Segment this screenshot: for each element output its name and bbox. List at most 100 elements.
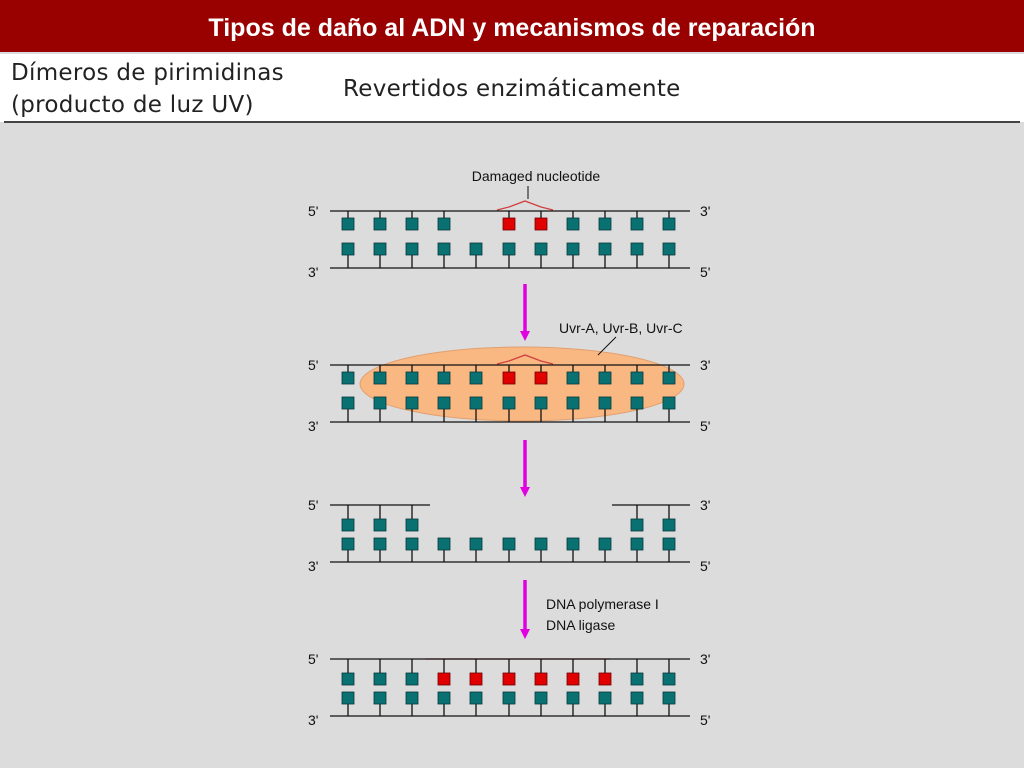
top-nucleotide (566, 217, 580, 231)
bottom-nucleotide (662, 396, 676, 410)
dna-polymerase-label: DNA polymerase I (546, 596, 659, 612)
bottom-nucleotide (405, 537, 419, 551)
bottom-nucleotide (405, 396, 419, 410)
pyrimidine-dimer-link (496, 200, 554, 211)
top-nucleotide (662, 672, 676, 686)
label-3-prime-bottom: 3' (308, 264, 318, 280)
label-5-prime-top: 5' (308, 497, 318, 513)
new-nucleotide (437, 672, 451, 686)
top-nucleotide (341, 518, 355, 532)
bottom-nucleotide (598, 242, 612, 256)
label-5-prime-top: 5' (308, 203, 318, 219)
bottom-nucleotide (502, 396, 516, 410)
bottom-nucleotide (630, 396, 644, 410)
damaged-nucleotide-label: Damaged nucleotide (472, 168, 601, 184)
label-5-prime-top: 5' (308, 651, 318, 667)
bottom-nucleotide (662, 242, 676, 256)
bottom-nucleotide (373, 691, 387, 705)
top-nucleotide (373, 518, 387, 532)
uvr-enzymes-label: Uvr-A, Uvr-B, Uvr-C (559, 320, 683, 336)
label-5-prime-top: 5' (308, 357, 318, 373)
bottom-nucleotide (437, 537, 451, 551)
bottom-nucleotide (630, 691, 644, 705)
damage-type-line2: (producto de luz UV) (11, 92, 254, 118)
bottom-nucleotide (341, 537, 355, 551)
bottom-nucleotide (566, 396, 580, 410)
bottom-nucleotide (405, 242, 419, 256)
enzymes-label-pointer (597, 336, 617, 356)
bottom-nucleotide (534, 537, 548, 551)
header-panel (0, 54, 1024, 122)
bottom-nucleotide (405, 691, 419, 705)
new-nucleotide (598, 672, 612, 686)
top-nucleotide (662, 217, 676, 231)
top-nucleotide (437, 371, 451, 385)
new-nucleotide (534, 672, 548, 686)
top-nucleotide (630, 217, 644, 231)
top-nucleotide (405, 371, 419, 385)
top-nucleotide (662, 518, 676, 532)
label-5-prime-bottom: 5' (700, 558, 710, 574)
header-divider (4, 121, 1020, 123)
bottom-nucleotide (534, 242, 548, 256)
bottom-nucleotide (469, 537, 483, 551)
bottom-nucleotide (630, 242, 644, 256)
damaged-nucleotide (534, 371, 548, 385)
top-nucleotide (598, 371, 612, 385)
top-nucleotide (598, 217, 612, 231)
top-nucleotide (566, 371, 580, 385)
bottom-nucleotide (373, 242, 387, 256)
label-3-prime-bottom: 3' (308, 712, 318, 728)
top-nucleotide (341, 217, 355, 231)
damage-type-line1: Dímeros de pirimidinas (11, 60, 284, 86)
pyrimidine-dimer-link (496, 354, 554, 365)
label-3-prime-top: 3' (700, 497, 710, 513)
bottom-nucleotide (373, 537, 387, 551)
bottom-nucleotide (534, 396, 548, 410)
slide-title: Tipos de daño al ADN y mecanismos de rep… (208, 14, 816, 42)
top-nucleotide (662, 371, 676, 385)
bottom-nucleotide (566, 537, 580, 551)
bottom-nucleotide (341, 242, 355, 256)
label-5-prime-bottom: 5' (700, 418, 710, 434)
bottom-nucleotide (437, 396, 451, 410)
bottom-nucleotide (469, 396, 483, 410)
bottom-nucleotide (598, 537, 612, 551)
top-nucleotide (630, 371, 644, 385)
bottom-nucleotide (469, 691, 483, 705)
bottom-nucleotide (566, 242, 580, 256)
top-nucleotide (469, 371, 483, 385)
new-nucleotide (566, 672, 580, 686)
bottom-nucleotide (662, 691, 676, 705)
damaged-nucleotide (502, 371, 516, 385)
bottom-nucleotide (598, 691, 612, 705)
damaged-nucleotide (534, 217, 548, 231)
label-5-prime-bottom: 5' (700, 264, 710, 280)
top-nucleotide (630, 518, 644, 532)
new-nucleotide (469, 672, 483, 686)
label-3-prime-top: 3' (700, 203, 710, 219)
top-nucleotide (437, 217, 451, 231)
repair-description: Revertidos enzimáticamente (343, 76, 681, 102)
top-nucleotide (630, 672, 644, 686)
dna-ligase-label: DNA ligase (546, 617, 615, 633)
top-nucleotide (341, 371, 355, 385)
label-5-prime-bottom: 5' (700, 712, 710, 728)
bottom-nucleotide (566, 691, 580, 705)
bottom-nucleotide (598, 396, 612, 410)
new-nucleotide (502, 672, 516, 686)
label-3-prime-top: 3' (700, 651, 710, 667)
top-nucleotide (341, 672, 355, 686)
bottom-nucleotide (502, 691, 516, 705)
top-nucleotide (405, 518, 419, 532)
bottom-nucleotide (502, 537, 516, 551)
title-bar (0, 0, 1024, 52)
top-nucleotide (373, 217, 387, 231)
bottom-nucleotide (662, 537, 676, 551)
top-nucleotide (373, 371, 387, 385)
bottom-nucleotide (437, 691, 451, 705)
bottom-nucleotide (502, 242, 516, 256)
label-3-prime-bottom: 3' (308, 558, 318, 574)
top-nucleotide (405, 217, 419, 231)
